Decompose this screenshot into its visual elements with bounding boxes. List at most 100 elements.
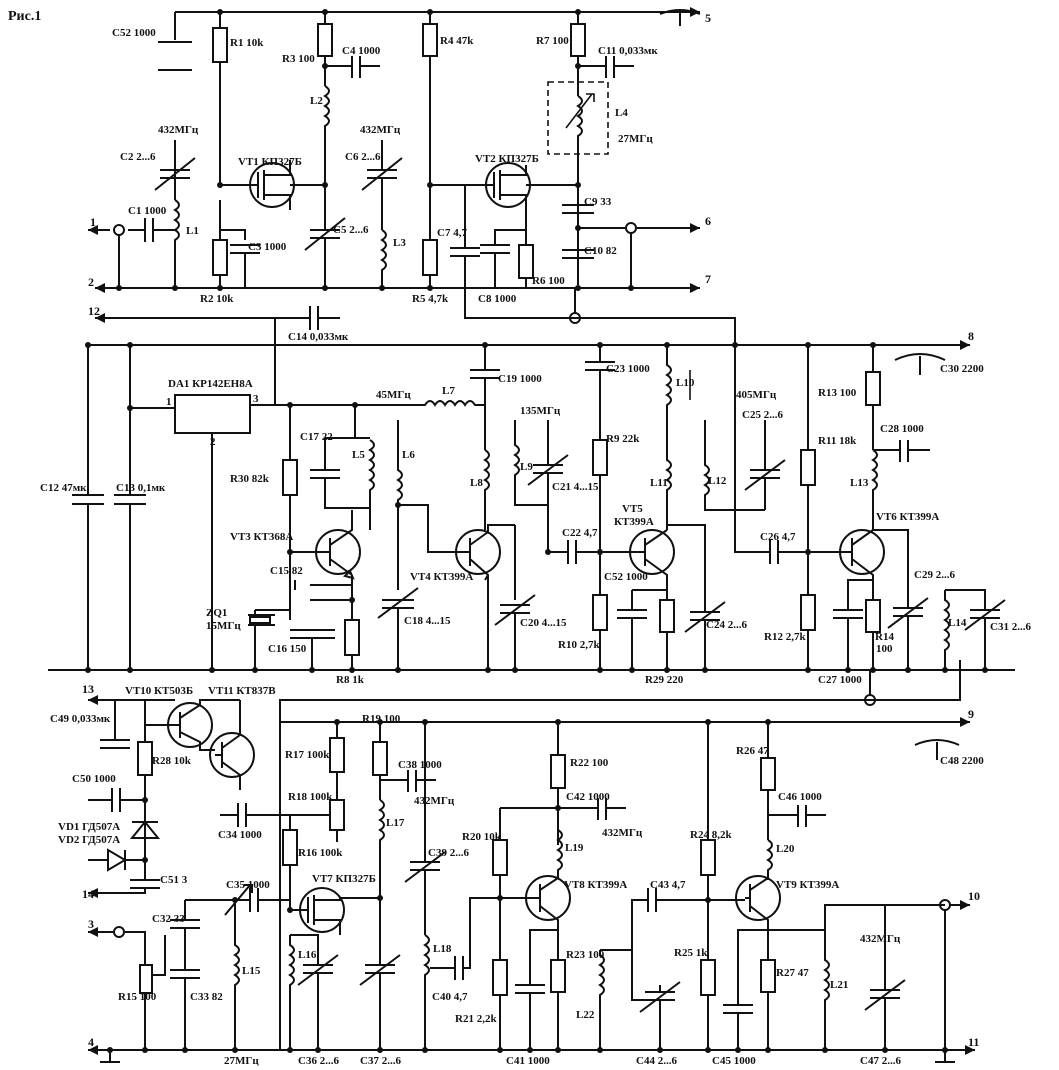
label-zq1: ZQ1 [206, 607, 227, 619]
terminal-4: 4 [88, 1035, 94, 1049]
label-vd2: VD2 ГД507А [58, 834, 120, 846]
label-vt5-type: КТ399А [614, 516, 654, 528]
label-r10: R10 2,7k [558, 639, 600, 651]
label-l22: L22 [576, 1009, 595, 1021]
label-45mhz: 45МГц [376, 389, 411, 401]
label-r26: R26 47 [736, 745, 769, 757]
label-vt7: VT7 КП327Б [312, 873, 376, 885]
label-c37: C37 2...6 [360, 1055, 401, 1067]
label-432mhz-d: 432МГц [602, 827, 643, 839]
label-l15: L15 [242, 965, 261, 977]
label-c19: C19 1000 [498, 373, 542, 385]
label-c15: C15 82 [270, 565, 303, 577]
section-oscillator-multiplier [48, 306, 1015, 1050]
label-r24: R24 8,2k [690, 829, 732, 841]
label-r5: R5 4,7k [412, 293, 449, 305]
label-l2: L2 [310, 95, 323, 107]
terminal-5: 5 [705, 11, 711, 25]
label-c26: C26 4,7 [760, 531, 796, 543]
label-c46: C46 1000 [778, 791, 822, 803]
section-receiver-converter [88, 699, 975, 1063]
label-c38: C38 1000 [398, 759, 442, 771]
label-c41: C41 1000 [506, 1055, 550, 1067]
label-r14-value: 100 [876, 643, 893, 655]
label-r22: R22 100 [570, 757, 609, 769]
label-vt5: VT5 [622, 503, 643, 515]
label-zq1-freq: 15МГц [206, 620, 241, 632]
label-r8: R8 1k [336, 674, 365, 686]
label-vd1: VD1 ГД507А [58, 821, 120, 833]
label-da1: DA1 КР142ЕН8А [168, 378, 253, 390]
label-r21: R21 2,2k [455, 1013, 497, 1025]
terminal-10: 10 [968, 889, 980, 903]
label-l16: L16 [298, 949, 317, 961]
label-vt1: VT1 КП327Б [238, 156, 302, 168]
label-r28: R28 10k [152, 755, 192, 767]
label-c2: C2 2...6 [120, 151, 156, 163]
terminal-3: 3 [88, 917, 94, 931]
schematic-labels: Рис.1 1 2 3 4 5 6 7 8 9 10 11 12 13 14 C… [8, 9, 1031, 1067]
label-c23: C23 1000 [606, 363, 650, 375]
label-l3: L3 [393, 237, 406, 249]
label-c8: C8 1000 [478, 293, 517, 305]
terminal-9: 9 [968, 707, 974, 721]
terminal-arrows [88, 7, 975, 1055]
label-vt4: VT4 КТ399А [410, 571, 473, 583]
label-c21: C21 4...15 [552, 481, 599, 493]
label-r19: R19 100 [362, 713, 401, 725]
terminal-7: 7 [705, 272, 711, 286]
label-l9: L9 [520, 461, 533, 473]
label-r7: R7 100 [536, 35, 569, 47]
label-c27: C27 1000 [818, 674, 862, 686]
label-c12: C12 47мк [40, 482, 87, 494]
label-r23: R23 100 [566, 949, 605, 961]
label-c4: C4 1000 [342, 45, 381, 57]
terminal-12: 12 [88, 304, 100, 318]
terminal-11: 11 [968, 1035, 979, 1049]
label-432mhz-a: 432МГц [158, 124, 199, 136]
label-c6: C6 2...6 [345, 151, 381, 163]
label-432mhz-b: 432МГц [360, 124, 401, 136]
label-l19: L19 [565, 842, 584, 854]
label-l14: L14 [948, 617, 967, 629]
label-135mhz: 135МГц [520, 405, 561, 417]
label-r12: R12 2,7k [764, 631, 806, 643]
label-vt3: VT3 КТ368А [230, 531, 293, 543]
label-l18: L18 [433, 943, 452, 955]
label-vt2: VT2 КП327Б [475, 153, 539, 165]
label-l20: L20 [776, 843, 795, 855]
label-c10: C10 82 [584, 245, 617, 257]
label-c9: C9 33 [584, 196, 612, 208]
label-c34: C34 1000 [218, 829, 262, 841]
label-432mhz-e: 432МГц [860, 933, 901, 945]
label-vt10: VT10 КТ503Б [125, 685, 193, 697]
label-r27: R27 47 [776, 967, 809, 979]
label-l10: L10 [676, 377, 695, 389]
terminal-14: 14 [82, 887, 94, 901]
label-r14: R14 [875, 631, 894, 643]
label-c32: C32 33 [152, 913, 185, 925]
label-c44: C44 2...6 [636, 1055, 677, 1067]
label-vt9: VT9 КТ399А [776, 879, 839, 891]
label-l21: L21 [830, 979, 848, 991]
label-c16: C16 150 [268, 643, 307, 655]
label-c50: C50 1000 [72, 773, 116, 785]
label-r1: R1 10k [230, 37, 264, 49]
label-c14: C14 0,033мк [288, 331, 349, 343]
terminal-1: 1 [90, 215, 96, 229]
label-l4: L4 [615, 107, 628, 119]
figure-title: Рис.1 [8, 9, 41, 24]
label-c35: C35 1000 [226, 879, 270, 891]
label-r15: R15 100 [118, 991, 157, 1003]
label-c13: C13 0,1мк [116, 482, 166, 494]
label-l13: L13 [850, 477, 869, 489]
terminal-13: 13 [82, 682, 94, 696]
label-c48: C48 2200 [940, 755, 984, 767]
label-c40: C40 4,7 [432, 991, 468, 1003]
terminal-2: 2 [88, 275, 94, 289]
label-c43: C43 4,7 [650, 879, 686, 891]
label-c17: C17 22 [300, 431, 333, 443]
label-r6: R6 100 [532, 275, 565, 287]
